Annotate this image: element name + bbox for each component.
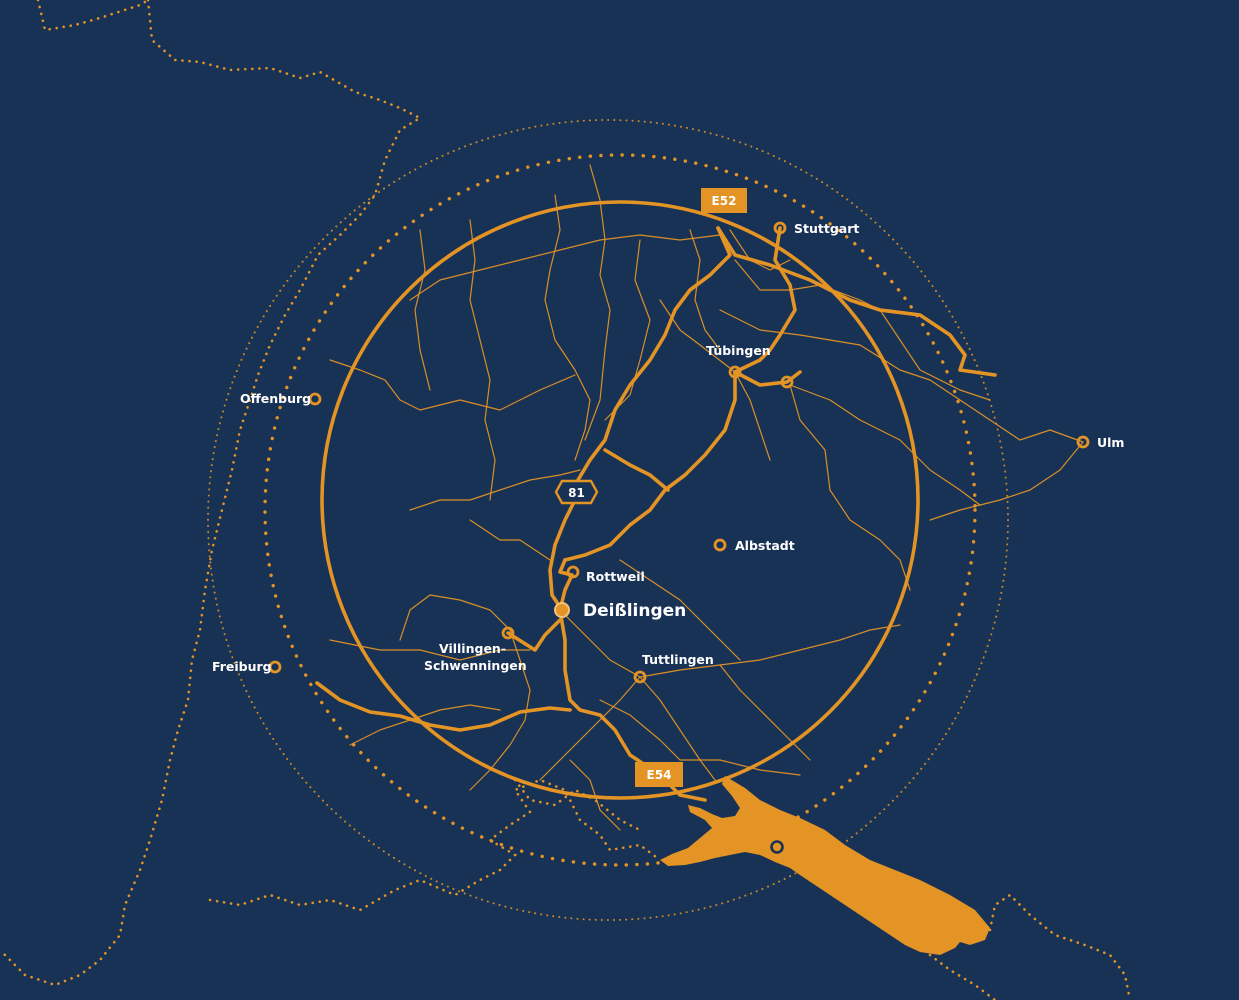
highway-b27 [563, 370, 737, 562]
lake-constance [660, 776, 990, 955]
borders [0, 0, 1132, 1000]
highway-badges: 81 E52 E54 [554, 188, 747, 787]
city-label-albstadt: Albstadt [735, 538, 795, 553]
city-label-villingen-1: Villingen- [439, 641, 506, 656]
city-marker-tuttlingen[interactable] [633, 670, 647, 684]
city-label-tuttlingen: Tuttlingen [642, 652, 714, 667]
city-label-deisslingen: Deißlingen [583, 601, 686, 621]
border-south [208, 778, 662, 912]
city-marker-deisslingen[interactable] [554, 602, 570, 618]
border-swiss-inner [513, 778, 642, 832]
city-marker-konstanz [770, 840, 784, 854]
badge-a81: 81 [554, 479, 599, 505]
city-marker-villingen[interactable] [501, 626, 515, 640]
city-label-offenburg: Offenburg [240, 391, 311, 406]
highway-tuebingen-link [733, 370, 802, 387]
border-south-east [928, 953, 997, 1000]
ring-inner [320, 200, 920, 800]
badge-e52-label: E52 [712, 194, 737, 208]
badge-e54: E54 [635, 762, 683, 787]
city-marker-ulm[interactable] [1076, 435, 1090, 449]
badge-e54-label: E54 [647, 768, 672, 782]
highway-a81 [548, 226, 732, 612]
border-east [988, 893, 1132, 1000]
ring-dotted [263, 153, 977, 867]
city-marker-albstadt[interactable] [713, 538, 727, 552]
city-labels: Stuttgart Tübingen Offenburg Ulm Albstad… [212, 221, 1124, 674]
city-label-rottweil: Rottweil [586, 569, 645, 584]
city-label-villingen-2: Schwenningen [424, 658, 527, 673]
highway-villingen-link [506, 618, 562, 652]
city-label-tuebingen: Tübingen [706, 343, 771, 358]
city-marker-tuebingen[interactable] [728, 365, 742, 379]
city-marker-offenburg[interactable] [308, 392, 322, 406]
highway-e52 [716, 226, 997, 377]
highway-stuttgart-south [733, 226, 797, 374]
city-marker-rottweil[interactable] [566, 565, 580, 579]
city-marker-stuttgart[interactable] [773, 221, 787, 235]
distance-rings [207, 119, 1009, 921]
badge-a81-label: 81 [568, 486, 585, 500]
border-west [0, 0, 423, 987]
city-marker-freiburg[interactable] [268, 660, 282, 674]
city-marker-tuebingen-east [780, 375, 794, 389]
highway-rottweil-link [558, 558, 574, 612]
ring-fine [207, 119, 1009, 921]
city-label-freiburg: Freiburg [212, 659, 272, 674]
badge-e52: E52 [701, 188, 747, 213]
highway-b31 [315, 681, 572, 732]
city-label-stuttgart: Stuttgart [794, 221, 859, 236]
city-markers [268, 221, 1090, 684]
city-label-ulm: Ulm [1097, 435, 1124, 450]
minor-roads [329, 164, 1084, 831]
highways [315, 226, 997, 802]
highway-cross-link [603, 448, 670, 492]
